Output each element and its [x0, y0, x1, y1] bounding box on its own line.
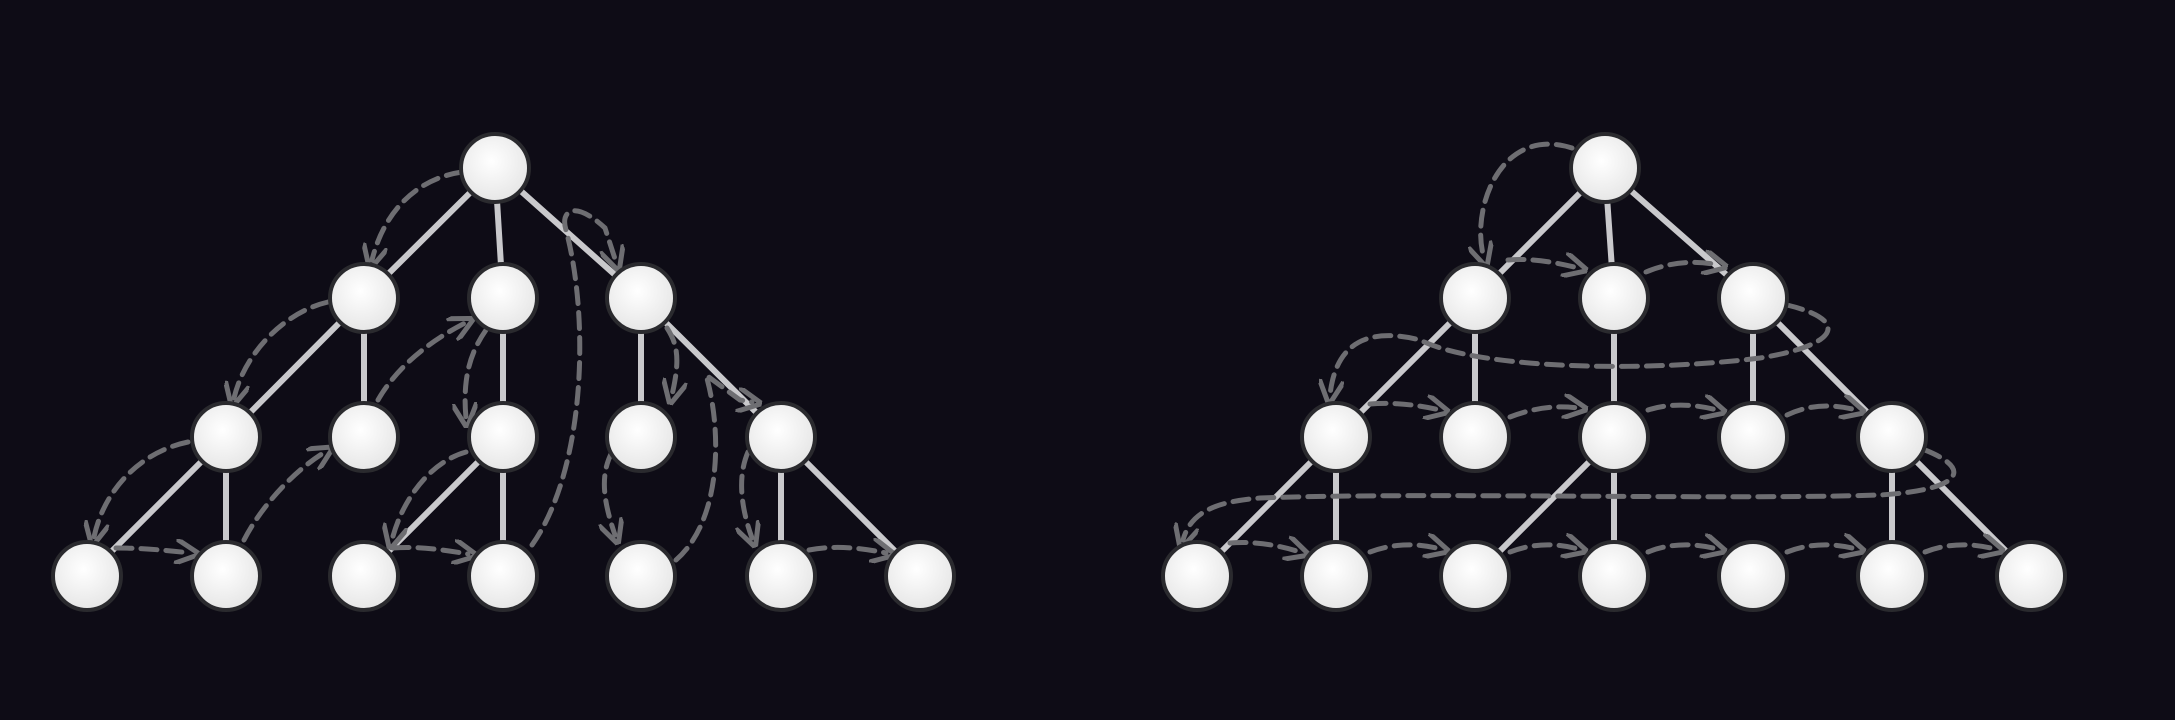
traversal-arrow	[529, 208, 616, 548]
traversal-arrow	[1784, 545, 1856, 552]
traversal-arrow	[465, 327, 489, 418]
tree-node	[1439, 262, 1511, 334]
traversal-arrow	[390, 547, 468, 554]
traversal-arrow	[392, 449, 469, 540]
traversal-arrow	[673, 368, 752, 563]
traversal-arrow	[1645, 545, 1717, 552]
dfs-tree-edges	[84, 165, 923, 579]
tree-node	[467, 262, 539, 334]
tree-node	[1717, 401, 1789, 473]
tree-node	[605, 401, 677, 473]
tree-node	[1300, 540, 1372, 612]
bfs-tree-edges	[1194, 165, 2034, 579]
tree-node	[1439, 540, 1511, 612]
traversal-arrow	[113, 548, 190, 553]
traversal-arrow	[372, 169, 465, 260]
tree-node	[1439, 401, 1511, 473]
tree-node	[1717, 540, 1789, 612]
dfs-traversal-arrows	[94, 169, 886, 563]
tree-node	[328, 262, 400, 334]
traversal-arrow	[1645, 405, 1717, 410]
traversal-arrow	[1227, 542, 1300, 552]
tree-node	[884, 540, 956, 612]
traversal-arrow	[806, 547, 886, 553]
tree-node	[467, 401, 539, 473]
tree-node	[51, 540, 123, 612]
traversal-arrow	[1183, 447, 1957, 540]
traversal-arrow	[375, 323, 465, 403]
tree-node	[328, 401, 400, 473]
tree-node	[1578, 540, 1650, 612]
traversal-arrow	[1507, 545, 1578, 552]
dfs-tree-nodes	[51, 132, 956, 612]
tree-node	[1569, 132, 1641, 204]
dfs-tree	[51, 132, 956, 612]
tree-node	[1578, 262, 1650, 334]
traversal-arrow	[1643, 262, 1718, 272]
tree-node	[605, 262, 677, 334]
traversal-arrow	[1784, 406, 1856, 415]
tree-node	[745, 540, 817, 612]
bfs-tree-nodes	[1161, 132, 2067, 612]
tree-node	[1995, 540, 2067, 612]
tree-node	[190, 401, 262, 473]
traversal-arrow	[1481, 141, 1575, 258]
tree-node	[467, 540, 539, 612]
traversal-arrow	[1367, 545, 1440, 552]
tree-node	[1300, 401, 1372, 473]
traversal-arrow	[241, 452, 325, 543]
tree-node	[328, 540, 400, 612]
tree-node	[1578, 401, 1650, 473]
traversal-arrow	[1330, 302, 1831, 395]
traversal-arrow	[1367, 403, 1440, 410]
tree-node	[1856, 401, 1928, 473]
traversal-arrow	[1922, 545, 1995, 552]
tree-node	[190, 540, 262, 612]
traversal-arrow	[742, 449, 752, 538]
traversal-arrow	[1505, 259, 1578, 268]
traversal-arrow	[604, 449, 615, 535]
bfs-traversal-arrows	[1183, 141, 1995, 552]
traversal-arrow	[234, 299, 331, 398]
tree-node	[459, 132, 531, 204]
traversal-arrow	[1507, 407, 1578, 417]
tree-node	[605, 540, 677, 612]
traversal-arrow	[667, 325, 677, 395]
traversal-arrow	[94, 439, 191, 537]
tree-node	[1717, 262, 1789, 334]
tree-node	[1856, 540, 1928, 612]
tree-node	[745, 401, 817, 473]
tree-node	[1161, 540, 1233, 612]
bfs-tree	[1161, 132, 2067, 612]
